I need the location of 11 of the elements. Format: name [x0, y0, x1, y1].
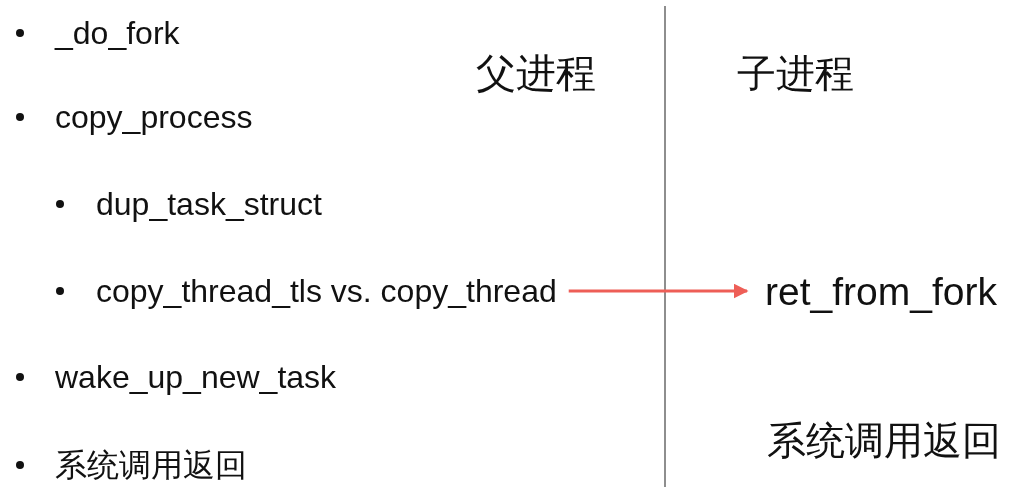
- arrow: [568, 283, 749, 299]
- function-name: ret_from_fork: [765, 272, 997, 311]
- column-heading: 父进程: [476, 53, 596, 93]
- list-item: dup_task_struct: [96, 188, 322, 220]
- list-item: 系统调用返回: [55, 449, 247, 481]
- list-item: wake_up_new_task: [55, 361, 337, 393]
- list-item: copy_process: [55, 101, 253, 133]
- column-heading: 子进程: [737, 54, 854, 93]
- step-label: 系统调用返回: [767, 421, 1001, 460]
- function-name: copy_thread_tls vs. copy_thread: [96, 275, 557, 307]
- list-item: _do_fork: [55, 17, 180, 49]
